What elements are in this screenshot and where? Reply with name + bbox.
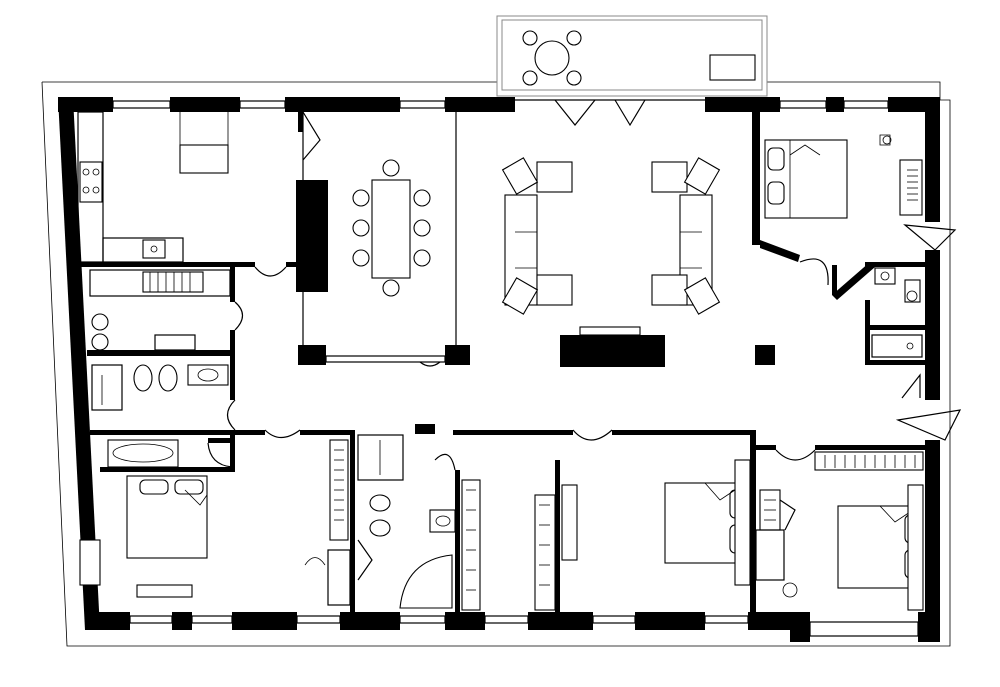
door-swings bbox=[226, 361, 441, 431]
bedroom-south bbox=[572, 429, 751, 586]
bedroom-southwest bbox=[126, 429, 351, 606]
kitchen bbox=[77, 111, 321, 277]
utility-room bbox=[89, 269, 244, 351]
living-room-sofas bbox=[501, 157, 721, 336]
bedroom-ne bbox=[764, 134, 957, 286]
terrace-doors bbox=[515, 99, 705, 127]
dining-room bbox=[352, 159, 431, 297]
bathroom-south bbox=[357, 434, 456, 609]
walk-in-closet bbox=[461, 479, 578, 611]
exterior-walls bbox=[58, 97, 940, 642]
wc-east bbox=[871, 267, 962, 441]
terrace-furniture bbox=[522, 30, 756, 86]
bathroom-west bbox=[91, 364, 233, 468]
outer-boundary bbox=[41, 15, 951, 647]
interior-walls bbox=[80, 100, 925, 612]
bedroom-southeast bbox=[755, 449, 924, 611]
